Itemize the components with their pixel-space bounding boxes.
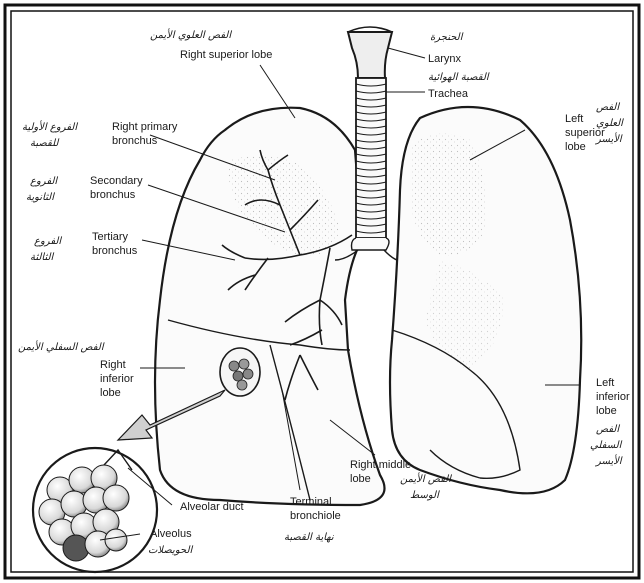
ar-terminal-bronchiole: نهاية القصبة <box>284 532 335 543</box>
label-secondary-bronchus: Secondary bronchus <box>90 175 146 201</box>
ar-left-inferior-lobe: الفص السفلي الأيسر <box>590 424 625 467</box>
right-lung <box>155 108 385 505</box>
ar-right-middle-lobe: الفص الأيمن الوسط <box>400 472 454 501</box>
ar-right-primary-bronchus: الفروع الأولية للقصبة <box>22 120 80 149</box>
magnified-alveoli <box>33 448 157 572</box>
label-terminal-bronchiole: Terminal bronchiole <box>290 496 341 522</box>
ar-right-inferior-lobe: الفص السفلي الأيمن <box>18 340 105 353</box>
label-right-inferior-lobe: Right inferior lobe <box>100 359 137 399</box>
alveoli-cluster <box>220 348 260 396</box>
label-alveolus: Alveolus <box>150 528 192 540</box>
ar-left-superior-lobe: الفص العلوي الأيسر <box>594 102 626 145</box>
label-right-primary-bronchus: Right primary bronchus <box>112 121 180 147</box>
label-left-inferior-lobe: Left inferior lobe <box>596 377 633 417</box>
ar-tertiary-bronchus: الفروع الثالثة <box>30 236 64 263</box>
ar-trachea: القصبة الهوائية <box>428 72 490 83</box>
ar-larynx: الحنجرة <box>430 32 464 43</box>
label-tertiary-bronchus: Tertiary bronchus <box>92 231 138 257</box>
label-larynx: Larynx <box>428 53 462 65</box>
label-right-superior-lobe: Right superior lobe <box>180 49 272 61</box>
larynx <box>348 27 392 78</box>
ar-alveolus: الحويصلات <box>148 545 194 556</box>
label-trachea: Trachea <box>428 88 469 100</box>
left-lung <box>390 107 581 493</box>
ar-right-superior-lobe: الفص العلوي الأيمن <box>150 28 232 41</box>
label-alveolar-duct: Alveolar duct <box>180 501 244 513</box>
ar-secondary-bronchus: الفروع الثانوية <box>26 176 60 203</box>
